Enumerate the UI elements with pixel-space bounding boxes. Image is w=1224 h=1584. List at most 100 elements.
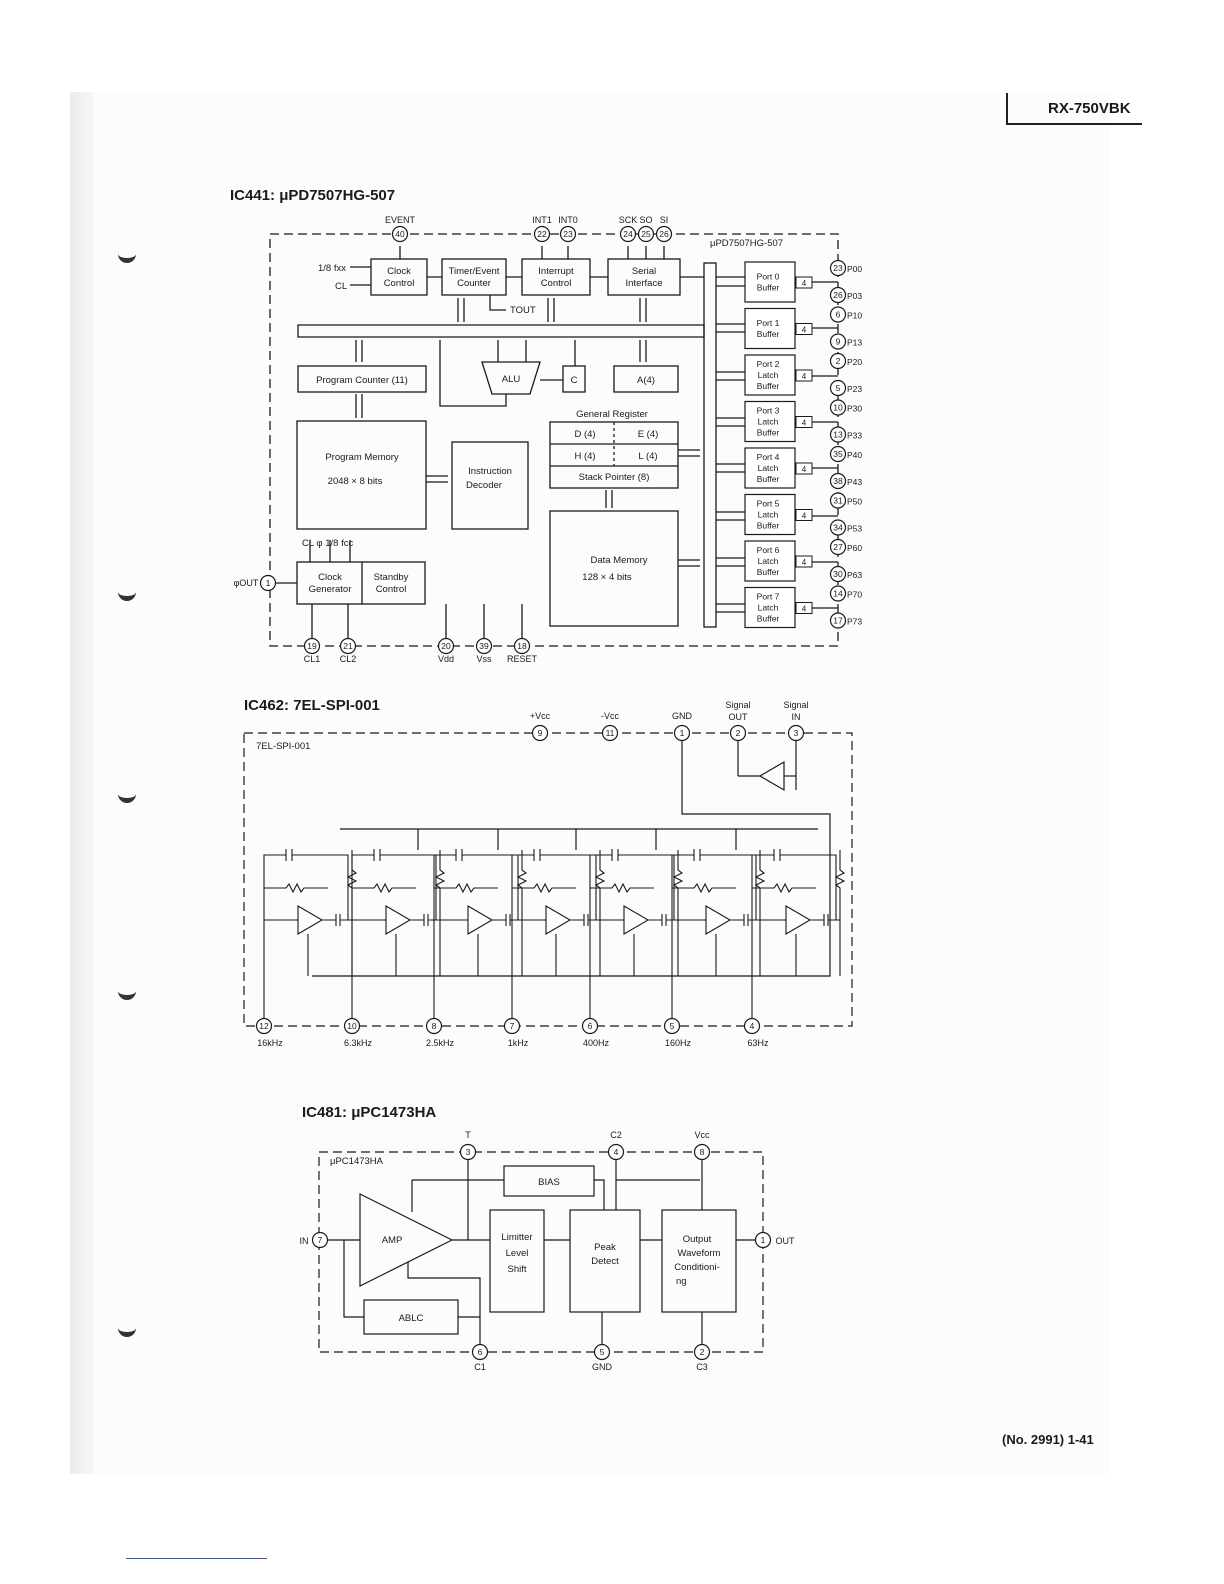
- filter-2-capacitor-icon: [455, 849, 463, 861]
- filter-1-bias-wire: [352, 919, 397, 976]
- port-block-7: [744, 586, 796, 629]
- peak-line2: Detect: [591, 1256, 619, 1267]
- filter-1-coupling-cap: [410, 914, 440, 926]
- ic481-bottom-label-0: C1: [474, 1362, 486, 1372]
- ic441-bottom-pin-1-number: 21: [343, 641, 353, 651]
- filter-3-resistor-icon: [512, 882, 576, 894]
- port-3-pin-a-circle: [829, 399, 847, 416]
- program-memory-line1: Program Memory: [325, 452, 399, 463]
- port-2-line-0: Port 2: [757, 359, 780, 369]
- port-3-name-a: P30: [847, 404, 862, 414]
- ic481-top-pin-2-circle: [693, 1143, 711, 1161]
- filter-0-capacitor-icon: [285, 849, 293, 861]
- ic481-text-layer: μPC1473HA BIAS AMP ABLC Limitter Level S…: [330, 1156, 721, 1324]
- filter-6-resistor-icon: [752, 882, 816, 894]
- ic462-filters-layer: [263, 849, 846, 1018]
- ic462-top-label-1: -Vcc: [601, 711, 620, 721]
- filter-5-resistor-icon: [672, 882, 736, 894]
- a-register-label: A(4): [637, 375, 655, 386]
- filter-5-capacitor-icon: [693, 849, 701, 861]
- filter-6-feedback-wire: [780, 854, 837, 920]
- general-register-label: General Register: [576, 409, 648, 420]
- ic481-out-label: OUT: [776, 1236, 796, 1246]
- reg-l-label: L (4): [638, 451, 657, 462]
- data-memory-line1: Data Memory: [590, 555, 647, 566]
- ic481-out-pin-circle: [754, 1231, 772, 1249]
- interrupt-line2: Control: [541, 278, 572, 289]
- header-rule-horizontal: [1006, 123, 1142, 125]
- ic441-top-pin-4-circle: [637, 225, 655, 243]
- ic441-bottom-pin-label-2: Vdd: [438, 654, 454, 664]
- ic441-top-pin-0-number: 40: [395, 229, 405, 239]
- ic462-band-pin-3-number: 7: [510, 1021, 515, 1031]
- port-2-name-b: P23: [847, 384, 862, 394]
- ablc-label: ABLC: [399, 1313, 424, 1324]
- port-6-line-2: Buffer: [757, 567, 780, 577]
- port-5-pin-a-circle: [829, 492, 847, 509]
- filter-1-capacitor-icon: [373, 849, 381, 861]
- ic441-bottom-pin-0-number: 19: [307, 641, 317, 651]
- ic481-top-label-1: C2: [610, 1130, 622, 1140]
- ic462-top-pin-0-number: 9: [538, 728, 543, 738]
- filter-4-input-wire: [589, 854, 612, 1018]
- port-6-name-b: P63: [847, 570, 862, 580]
- ic481-top-pin-1-circle: [607, 1143, 625, 1161]
- port-2-width-box: [795, 369, 813, 382]
- ic462-top-pin-1-number: 11: [606, 728, 615, 738]
- ic462-band-pin-2-circle: [425, 1017, 443, 1035]
- port-2-pin-a-number: 2: [836, 356, 841, 366]
- ic441-top-pin-0-circle: [391, 225, 409, 243]
- port-1-pin-b-number: 9: [836, 337, 841, 347]
- ic462-top-pin-4-circle: [787, 724, 805, 742]
- filter-4-coupling-cap: [648, 914, 678, 926]
- port-5-width-box: [795, 509, 813, 521]
- port-5-name-b: P53: [847, 524, 862, 534]
- port-1-bits: 4: [802, 326, 807, 335]
- port-6-name-a: P60: [847, 543, 862, 553]
- port-0-width-box: [795, 276, 813, 289]
- port-4-width-box: [795, 462, 813, 475]
- ic462-top-pin-4-number: 3: [794, 728, 799, 738]
- port-7-pin-b-circle: [829, 612, 847, 629]
- ic441-top-pin-label-2: INT0: [558, 215, 578, 225]
- clock-gen-line2: Generator: [309, 584, 352, 595]
- binder-hole-3: [118, 788, 136, 803]
- port-7-width-box: [795, 602, 813, 614]
- port-5-name-a: P50: [847, 497, 862, 507]
- header-rule-vertical: [1006, 93, 1008, 125]
- ic441-bottom-pin-3-number: 39: [479, 641, 489, 651]
- filter-2-bias-wire: [434, 919, 479, 976]
- ic481-top-label-2: Vcc: [694, 1130, 710, 1140]
- ic462-band-pin-2-number: 8: [432, 1021, 437, 1031]
- clock-gen-line1: Clock: [318, 572, 342, 583]
- ic441-title: IC441: μPD7507HG-507: [230, 187, 396, 204]
- port-3-line-2: Buffer: [757, 428, 780, 438]
- filter-0-input-wire: [263, 854, 286, 1018]
- ic441-top-pin-label-3: SCK: [619, 215, 638, 225]
- ic462-top-label-a-4: Signal: [783, 700, 808, 710]
- filter-6-shunt-resistor: [834, 850, 846, 976]
- filter-4-capacitor-icon: [611, 849, 619, 861]
- port-0-pin-b-number: 26: [833, 290, 843, 300]
- ic441-top-pin-label-0: EVENT: [385, 215, 416, 225]
- ic462-boundary: [243, 732, 853, 1027]
- a-register-block: [613, 365, 679, 393]
- port-1-line-1: Buffer: [757, 329, 780, 339]
- model-number: RX-750VBK: [1048, 100, 1131, 117]
- port-6-bits: 4: [802, 558, 807, 567]
- ic462-title: IC462: 7EL-SPI-001: [244, 697, 380, 714]
- phi-out-pin-number: 1: [266, 578, 271, 588]
- ic481-bottom-pin-1-circle: [593, 1343, 611, 1361]
- filter-stage-6: [751, 849, 846, 1018]
- filter-2-coupling-cap: [492, 914, 522, 926]
- serial-line2: Interface: [626, 278, 663, 289]
- amp-label: AMP: [382, 1235, 403, 1246]
- port-2-pin-a-circle: [829, 352, 847, 370]
- ic462-band-pin-5-circle: [663, 1017, 681, 1035]
- ic481-top-label-0: T: [465, 1130, 471, 1140]
- filter-5-bias-wire: [672, 919, 717, 976]
- port-2-pin-b-number: 5: [836, 383, 841, 393]
- ic441-bottom-pin-3-circle: [475, 637, 493, 655]
- ic441-top-pin-4-number: 25: [641, 229, 651, 239]
